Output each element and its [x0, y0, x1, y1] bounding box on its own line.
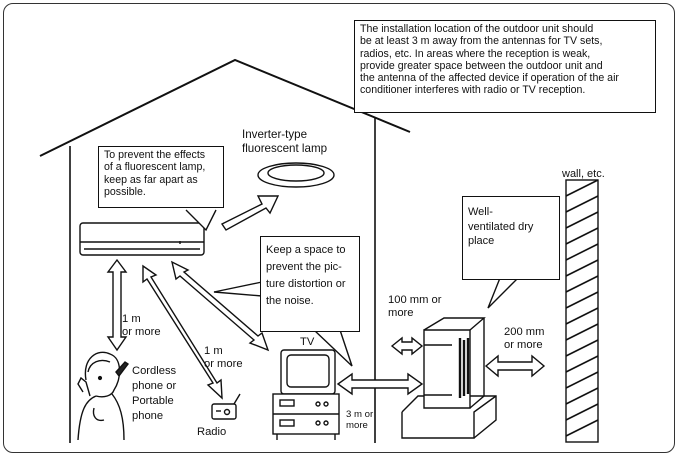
phone-distance-label: 1 m or more — [122, 313, 161, 339]
tv-label: TV — [300, 336, 315, 348]
distance-100mm-label: 100 mm or more — [388, 294, 442, 320]
radio-distance-label: 1 m or more — [204, 345, 243, 371]
arrow-to-lamp — [220, 195, 280, 231]
space-note: Keep a space to prevent the pic- ture di… — [260, 236, 360, 332]
distance-3m-label: 3 m or more — [346, 409, 374, 431]
lamp-note-pointer — [185, 209, 217, 232]
arrow-radio-distance — [142, 264, 223, 400]
arrow-100mm — [390, 336, 424, 356]
phone-label: Cordless phone or Portable phone — [132, 365, 177, 422]
person-with-phone — [77, 351, 130, 441]
lamp-note: To prevent the effects of a fluorescent … — [98, 146, 224, 208]
radio — [211, 393, 241, 420]
lamp-label: Inverter-type fluorescent lamp — [242, 128, 328, 155]
indoor-unit — [79, 222, 205, 256]
wall — [565, 179, 599, 443]
installation-note: The installation location of the outdoor… — [354, 20, 656, 113]
radio-label: Radio — [197, 426, 227, 438]
wall-label: wall, etc. — [562, 168, 605, 180]
house-walls — [69, 118, 376, 443]
fluorescent-lamp — [257, 162, 335, 188]
arrow-tv-distance — [170, 260, 270, 352]
arrow-phone-distance — [106, 258, 128, 352]
house-roof — [39, 58, 411, 157]
dry-place-note: Well- ventilated dry place — [462, 196, 560, 280]
tv-set — [272, 349, 340, 440]
arrow-200mm — [484, 354, 546, 378]
space-note-pointer — [213, 281, 263, 297]
dry-note-pointer — [487, 277, 519, 309]
diagram-frame — [3, 3, 675, 453]
arrow-3m — [336, 372, 424, 396]
outdoor-unit — [401, 317, 497, 439]
distance-200mm-label: 200 mm or more — [504, 326, 545, 352]
space-note-pointer-2 — [313, 329, 353, 367]
